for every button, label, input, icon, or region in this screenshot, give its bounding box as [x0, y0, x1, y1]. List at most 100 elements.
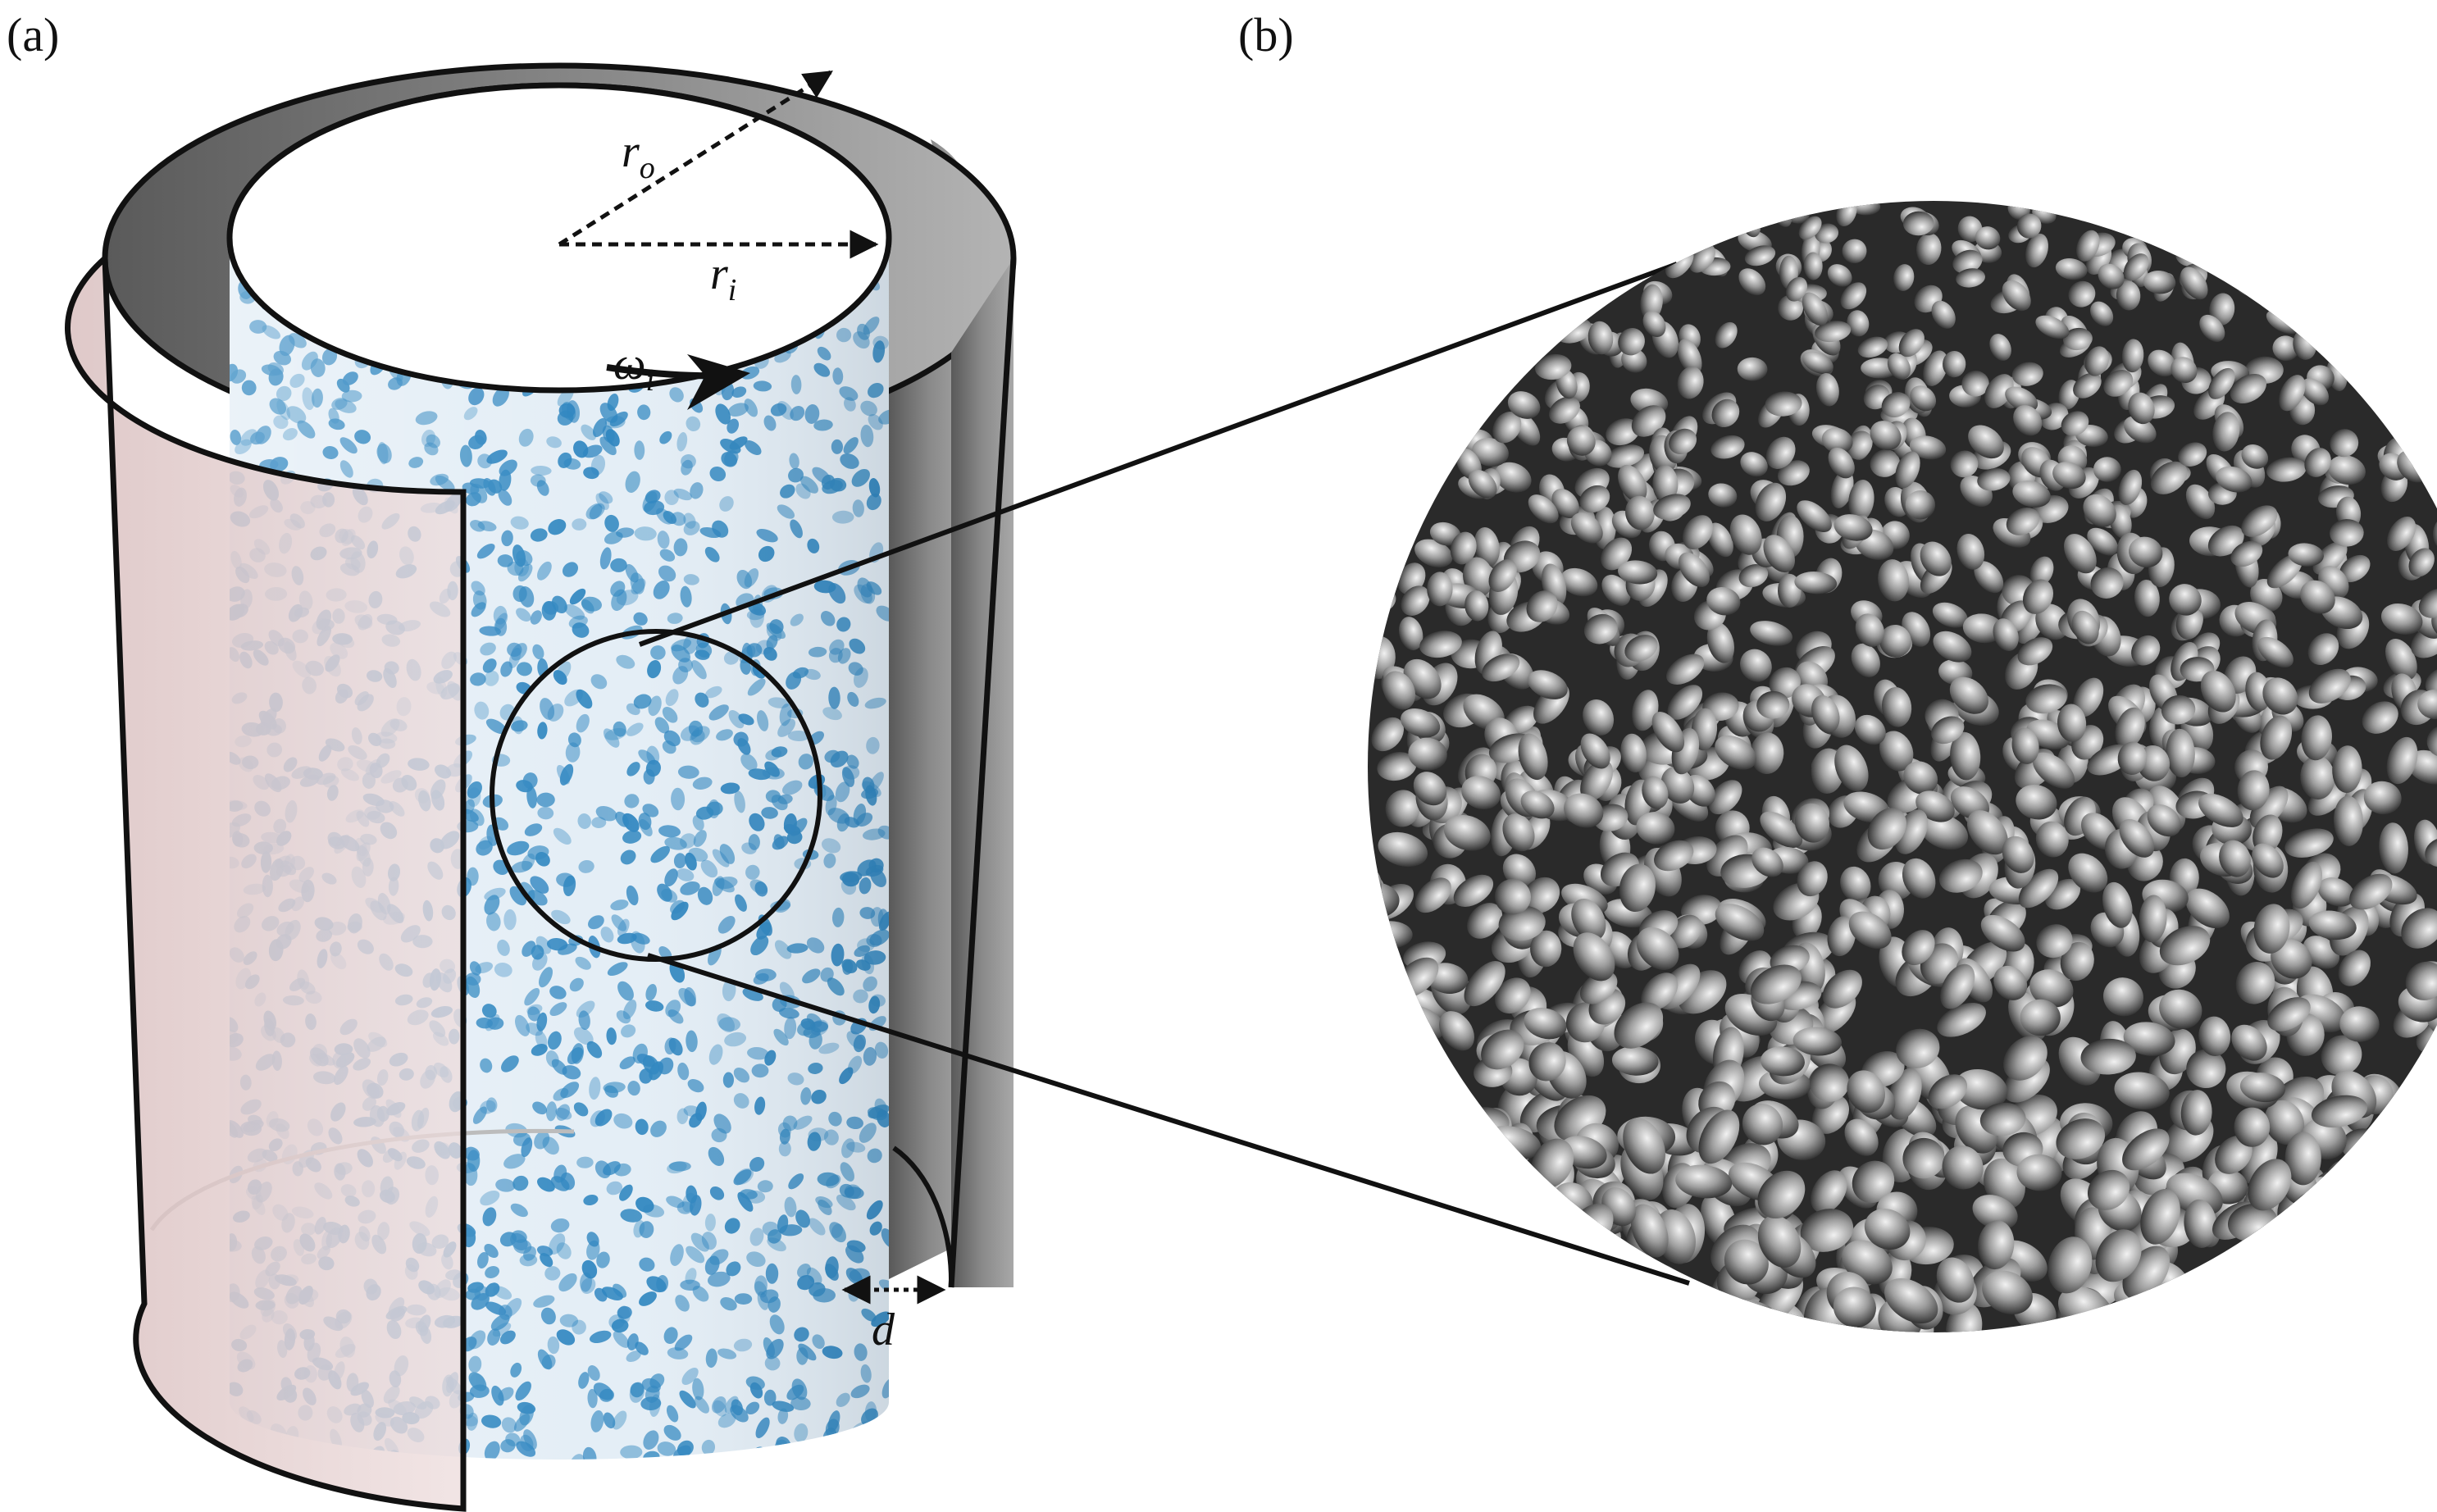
zoom-grain [1785, 276, 1808, 302]
zoom-grain [1937, 1002, 1986, 1037]
zoom-grain [2410, 362, 2437, 386]
zoom-grain [1757, 1170, 1806, 1219]
zoom-grain [1848, 480, 1874, 521]
zoom-grain [2380, 228, 2403, 254]
zoom-grain [1920, 813, 1969, 850]
zoom-grain [2412, 206, 2434, 231]
zoom-grain [1371, 717, 1405, 752]
zoom-grain [2116, 280, 2141, 311]
zoom-grain [2366, 1232, 2416, 1278]
zoom-grain [1878, 559, 1910, 602]
zoom-grain [2301, 715, 2332, 761]
grain [849, 1444, 867, 1457]
zoom-grain [2307, 299, 2339, 321]
zoom-grain [1369, 1087, 1422, 1123]
zoom-grain [2311, 1095, 2368, 1128]
zoom-grain [2093, 457, 2121, 482]
zoom-grain [1428, 1122, 1464, 1159]
zoom-grain [2410, 1229, 2437, 1277]
zoom-grain [2103, 977, 2143, 1017]
zoom-grain [2120, 1310, 2165, 1332]
zoom-grain [1368, 342, 1378, 370]
panel-label-b: (b) [1238, 8, 1294, 61]
zoom-grain [1566, 426, 1596, 456]
zoom-grain [2025, 684, 2067, 714]
zoom-grain [2412, 1176, 2437, 1214]
zoom-grain [1520, 790, 1555, 819]
zoom-grain [2386, 1271, 2429, 1323]
zoom-grain [2252, 843, 2284, 878]
zoom-grain [2425, 1290, 2437, 1330]
zoom-grain [2234, 1107, 2271, 1147]
zoom-grain [1533, 203, 1559, 223]
zoom-grain [1624, 635, 1658, 662]
zoom-grain [2267, 997, 2311, 1032]
zoom-grain [1945, 1302, 1983, 1332]
zoom-grain [1954, 1068, 2008, 1110]
zoom-grain [1898, 329, 1925, 358]
zoom-grain [2016, 1154, 2062, 1191]
zoom-grain [1368, 1109, 1405, 1144]
zoom-grain [1968, 425, 2004, 459]
zoom-grain [1445, 1300, 1486, 1332]
zoom-grain [1368, 213, 1379, 239]
zoom-grain [1815, 321, 1852, 343]
zoom-grain [2430, 1205, 2437, 1241]
zoom-grain [2216, 466, 2253, 493]
zoom-grain [2012, 480, 2051, 508]
zoom-grain [2271, 939, 2312, 979]
zoom-grain [2198, 793, 2243, 827]
zoom-grain [2435, 1259, 2437, 1311]
zoom-grain [2330, 519, 2364, 547]
zoom-grain [2140, 1189, 2180, 1245]
zoom-grain [2235, 962, 2275, 1004]
zoom-grain [1382, 268, 1412, 290]
zoom-grain [1369, 308, 1396, 336]
zoom-grain [1740, 649, 1772, 682]
zoom-grain [2358, 241, 2394, 262]
zoom-grain [2307, 1238, 2345, 1287]
zoom-grain [2095, 1229, 2142, 1282]
zoom-grain [1437, 297, 1464, 320]
zoom-grain [1974, 561, 2004, 594]
zoom-grain [1378, 1129, 1434, 1165]
zoom-grain [1738, 564, 1769, 588]
zoom-grain [1950, 450, 1979, 478]
zoom-grain [1682, 515, 1714, 549]
zoom-grain [2412, 1240, 2437, 1287]
zoom-grain [1763, 535, 1795, 573]
zoom-grain [2391, 1302, 2435, 1332]
zoom-grain [1708, 483, 1738, 508]
zoom-grain [1427, 572, 1453, 607]
zoom-grain [1458, 201, 1490, 220]
zoom-grain [1474, 527, 1501, 567]
zoom-grain [2238, 233, 2262, 260]
zoom-grain [2098, 263, 2125, 289]
zoom-grain [1535, 353, 1572, 380]
zoom-grain [2161, 695, 2196, 725]
zoom-grain [2339, 554, 2371, 583]
zoom-grain [1429, 521, 1461, 546]
zoom-grain [1368, 952, 1398, 983]
zoom-grain [2048, 1236, 2093, 1294]
zoom-grain [2090, 567, 2124, 599]
zoom-grain [1389, 374, 1420, 400]
zoom-grain [1822, 969, 1862, 1009]
zoom-grain [1708, 780, 1742, 815]
zoom-grain [1498, 1246, 1532, 1289]
zoom-grain [1777, 460, 1810, 486]
zoom-grain [1523, 877, 1560, 913]
zoom-grain [1952, 249, 1983, 274]
zoom-grain [1459, 1117, 1492, 1171]
zoom-grain [1980, 914, 2025, 952]
zoom-grain [2307, 633, 2339, 665]
zoom-grain [1478, 215, 1504, 241]
zoom-grain [2362, 353, 2392, 375]
zoom-grain [2354, 1159, 2408, 1200]
zoom-grain [1902, 858, 1936, 899]
zoom-grain [1742, 1103, 1783, 1145]
zoom-grain [1368, 453, 1388, 486]
zoom-grain [1879, 624, 1911, 658]
zoom-grain [1460, 230, 1492, 249]
